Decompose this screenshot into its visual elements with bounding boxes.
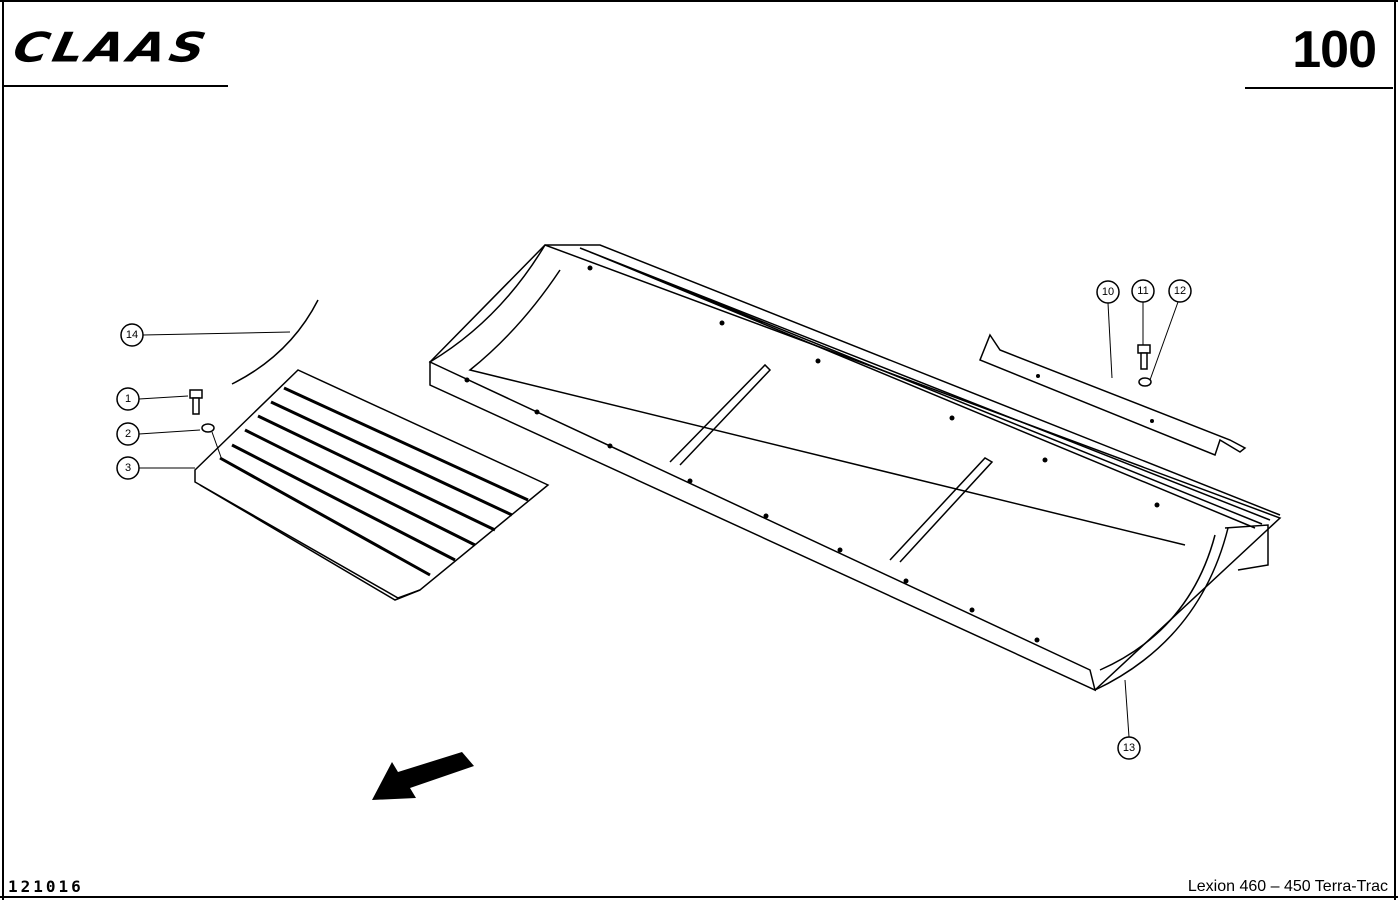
bolt-1 (189, 389, 203, 415)
frame-border-bottom (0, 896, 1398, 898)
callout-11: 11 (1131, 279, 1155, 303)
direction-arrow-icon (372, 752, 474, 800)
header-rule-right (1245, 87, 1393, 89)
svg-text:12: 12 (1174, 285, 1186, 297)
cover-14-arc (231, 299, 319, 385)
callout-3: 3 (116, 456, 140, 480)
svg-text:2: 2 (125, 428, 131, 440)
svg-text:3: 3 (125, 462, 131, 474)
header-rule-left (4, 85, 228, 87)
wear-strip (979, 333, 1247, 456)
washer-2 (201, 423, 215, 433)
callout-10: 10 (1096, 280, 1120, 304)
washer-12 (1138, 377, 1152, 387)
callout-13: 13 (1117, 736, 1141, 760)
page-number: 100 (1292, 21, 1377, 79)
callout-14: 14 (120, 323, 144, 347)
svg-text:11: 11 (1137, 285, 1148, 297)
concave-frame (428, 244, 1282, 692)
document-number: 121016 (8, 877, 84, 896)
callout-1: 1 (116, 387, 140, 411)
model-name: Lexion 460 – 450 Terra-Trac (1187, 878, 1388, 895)
concave-grate (194, 369, 550, 601)
leader-lines (138, 301, 1179, 738)
callout-12: 12 (1168, 279, 1192, 303)
svg-text:14: 14 (126, 329, 138, 341)
frame-border-left (2, 0, 4, 900)
svg-text:1: 1 (125, 393, 131, 405)
svg-text:13: 13 (1123, 742, 1135, 754)
frame-border-right (1394, 0, 1396, 900)
frame-border-top (0, 0, 1398, 2)
svg-text:10: 10 (1102, 286, 1114, 298)
bolt-11 (1137, 344, 1151, 370)
callout-2: 2 (116, 422, 140, 446)
